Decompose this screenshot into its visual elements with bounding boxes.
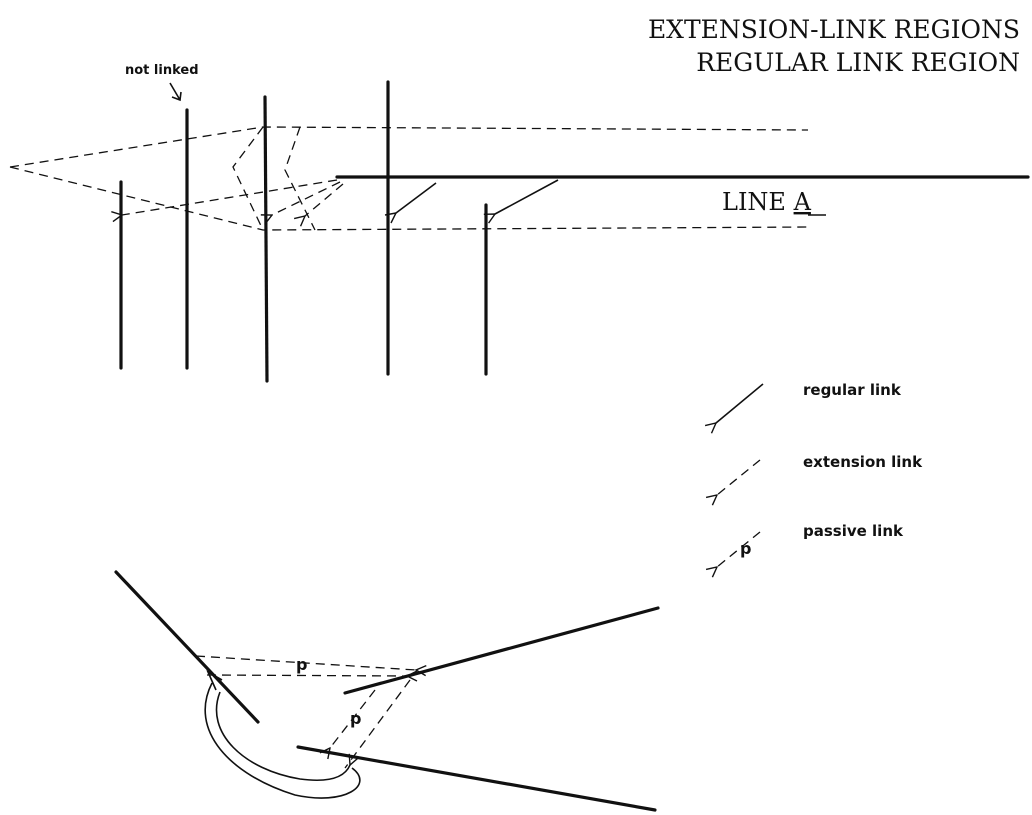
passive-link-right [344,679,411,769]
not-linked-label: not linked [125,63,199,78]
example-line-lower-right [296,745,657,812]
legend: regular link extension link p passive li… [716,381,923,567]
legend-regular-link-label: regular link [803,381,902,399]
legend-passive-marker: p [740,539,751,558]
not-linked-arrowhead [171,91,182,102]
passive-label-2: p [350,709,361,728]
extension-links [122,179,344,216]
vertical-lines [119,80,488,383]
passive-link-second [206,675,407,676]
legend-passive-link-arrow [717,531,761,567]
curved-link-outer [204,682,361,799]
legend-extension-link-arrow [717,459,761,495]
extension-link-regions [9,126,813,231]
line-a-label: LINE A [722,188,812,216]
regular-links [396,179,559,214]
passive-link-example: p p [114,570,660,812]
legend-passive-link-label: passive link [803,522,904,540]
curved-link-inner [215,691,350,781]
passive-label-1: p [296,655,307,674]
passive-link-top [195,655,416,670]
legend-regular-link-arrow [716,383,764,423]
vertical-line-3 [263,95,269,383]
not-linked-arrow [169,82,181,101]
title-extension-link-regions: EXTENSION-LINK REGIONS [648,15,1020,44]
example-line-left [114,570,260,724]
passive-link-middle [330,689,376,748]
legend-extension-link-label: extension link [803,453,923,471]
title-regular-link-region: REGULAR LINK REGION [696,48,1020,77]
example-line-upper-right [343,606,660,695]
